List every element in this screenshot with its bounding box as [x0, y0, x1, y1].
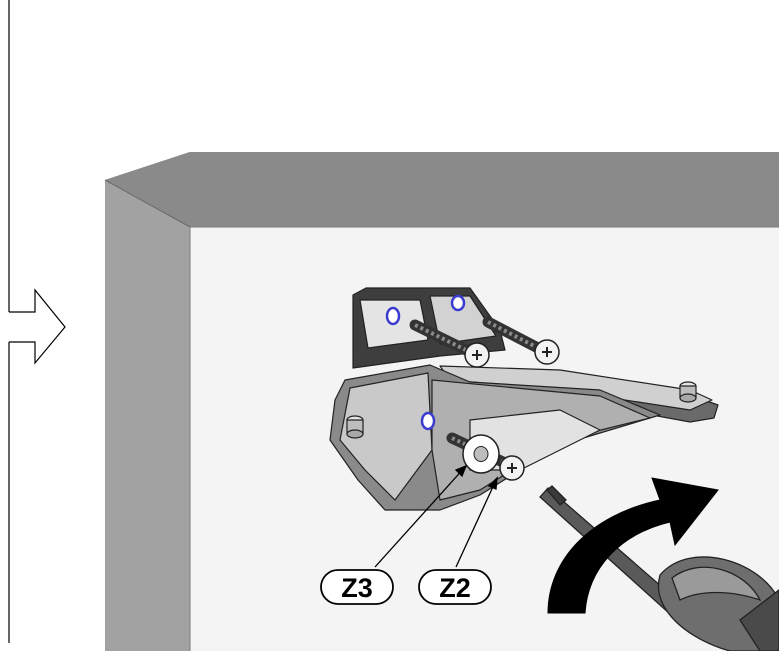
callout-z3-label: Z3 [341, 573, 373, 603]
leader-lines [374, 464, 498, 568]
mounting-holes [385, 294, 466, 431]
cabinet-panel [104, 152, 779, 651]
callout-z2: Z2 [418, 569, 492, 605]
screwdriver-icon [539, 485, 779, 651]
callout-z2-label: Z2 [439, 573, 471, 603]
arrow-right-icon [9, 288, 66, 365]
clockwise-arrow-icon [547, 477, 719, 614]
screw-upper-left [409, 319, 490, 368]
washer-z3 [462, 434, 500, 474]
screw-upper-right [482, 316, 560, 365]
callout-z3: Z3 [320, 569, 394, 605]
